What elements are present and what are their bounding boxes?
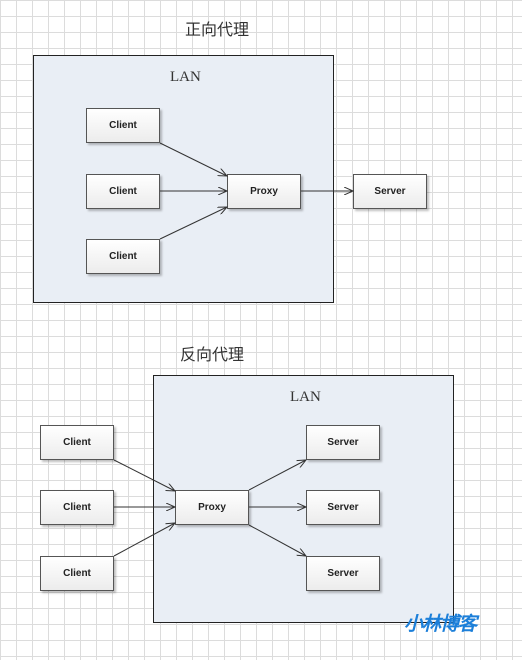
reverse-server-1: Server [306, 425, 380, 460]
forward-lan-label: LAN [170, 69, 201, 85]
reverse-server-3: Server [306, 556, 380, 591]
forward-proxy: Proxy [227, 174, 301, 209]
reverse-client-2: Client [40, 490, 114, 525]
reverse-client-1: Client [40, 425, 114, 460]
forward-client-1: Client [86, 108, 160, 143]
reverse-server-2: Server [306, 490, 380, 525]
forward-server: Server [353, 174, 427, 209]
reverse-lan-label: LAN [290, 389, 321, 405]
forward-proxy-title: 正向代理 [185, 20, 250, 39]
reverse-proxy: Proxy [175, 490, 249, 525]
forward-client-2: Client [86, 174, 160, 209]
forward-client-3: Client [86, 239, 160, 274]
reverse-proxy-title: 反向代理 [180, 345, 245, 364]
watermark-logo: 小林博客 [404, 613, 477, 635]
reverse-client-3: Client [40, 556, 114, 591]
